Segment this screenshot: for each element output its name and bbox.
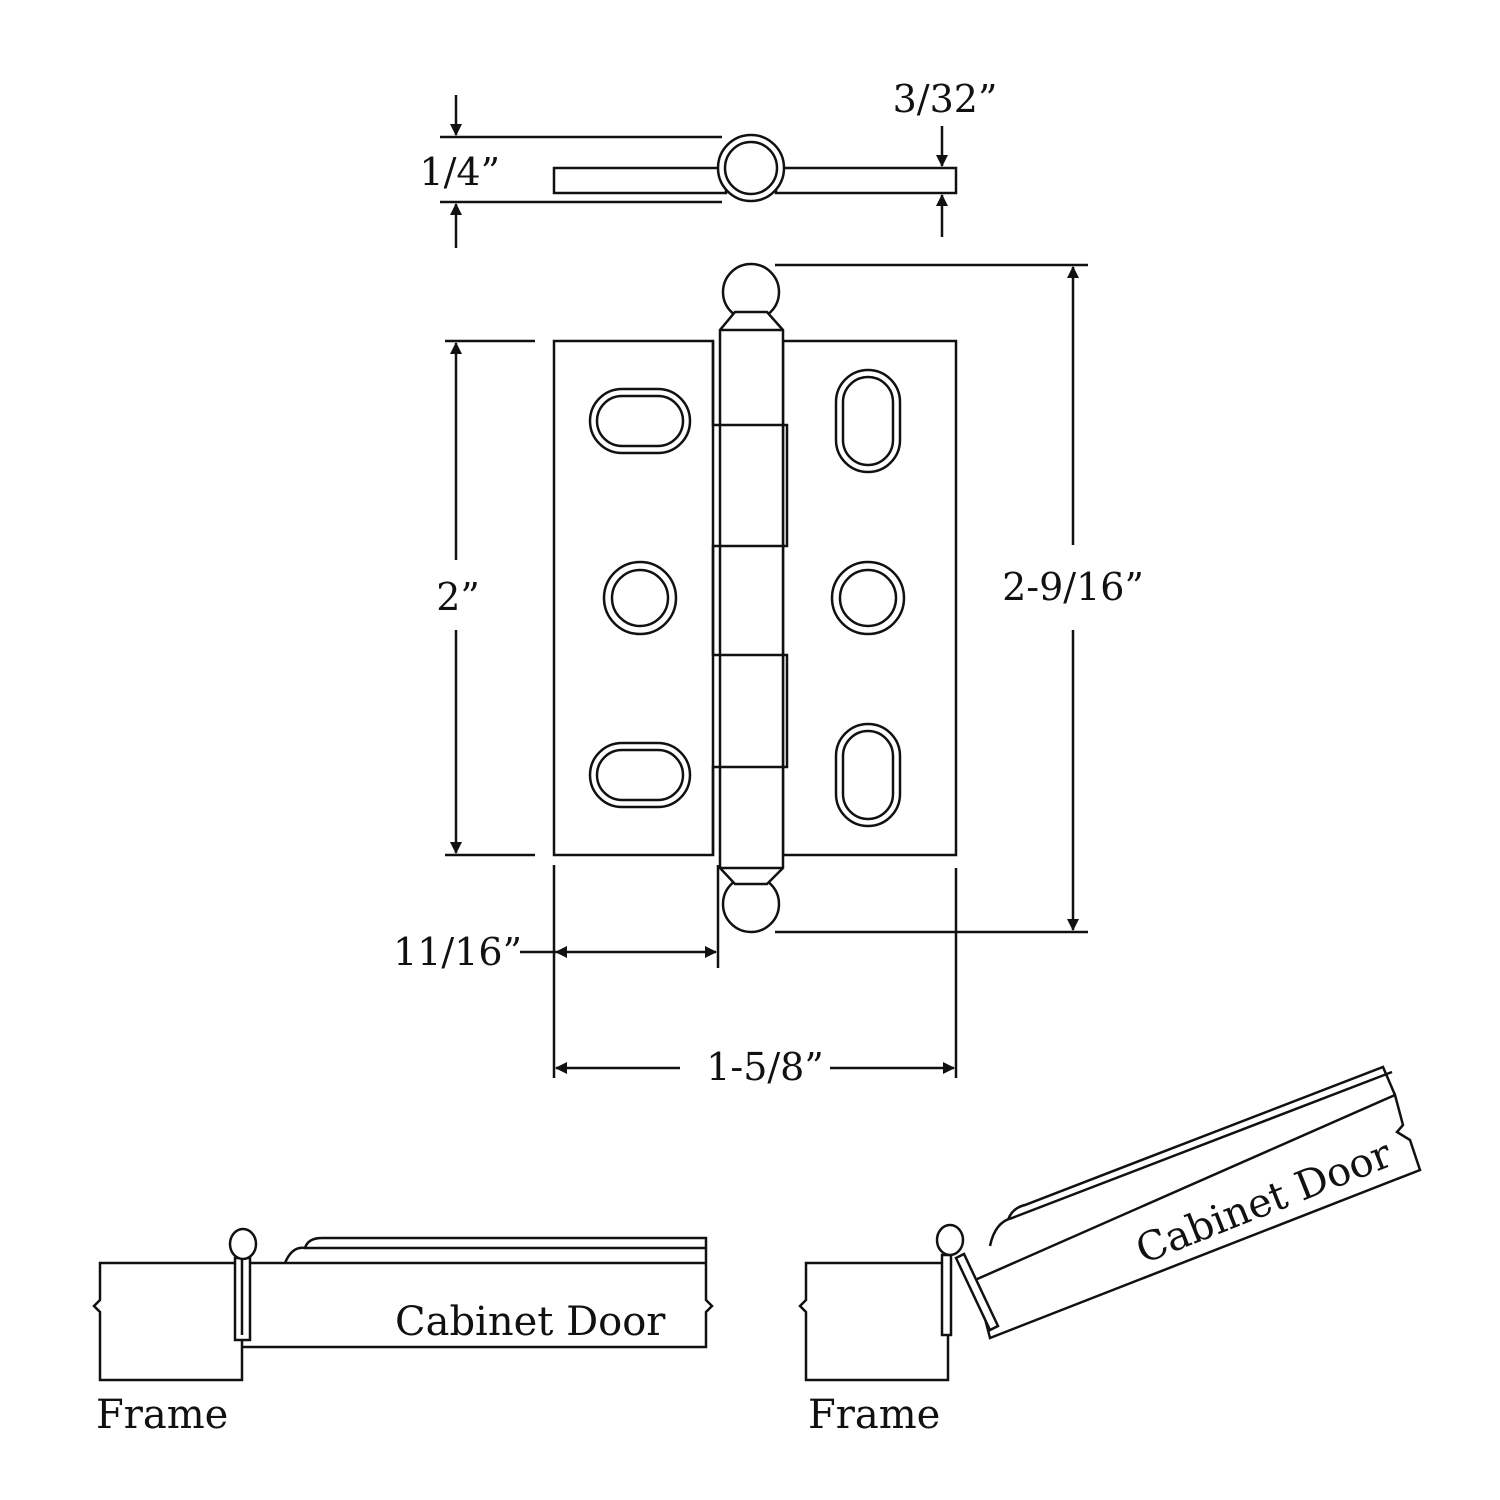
dim-leaf-thickness: 3/32” bbox=[893, 77, 998, 121]
closed-installation-view: Cabinet Door Frame bbox=[92, 1227, 714, 1438]
hinge-top-view: 1/4” 3/32” bbox=[419, 77, 997, 248]
dim-overall-height: 2-9/16” bbox=[1002, 565, 1144, 609]
dim-overall-width: 1-5/8” bbox=[706, 1045, 824, 1089]
open-installation-view: Cabinet Door Frame bbox=[798, 1065, 1422, 1438]
dim-leaf-width: 11/16” bbox=[393, 930, 522, 974]
open-frame-label: Frame bbox=[808, 1392, 940, 1438]
closed-door-label: Cabinet Door bbox=[395, 1299, 666, 1345]
closed-frame-label: Frame bbox=[96, 1392, 228, 1438]
left-leaf bbox=[552, 339, 715, 857]
dimension-lines: 2” 2-9/16” 11/16” 1-5/8” bbox=[393, 263, 1144, 1089]
hinge-front-view bbox=[552, 262, 958, 934]
dim-thickness-closed: 1/4” bbox=[419, 150, 500, 194]
right-leaf bbox=[781, 339, 958, 857]
dim-leaf-height: 2” bbox=[436, 575, 480, 619]
